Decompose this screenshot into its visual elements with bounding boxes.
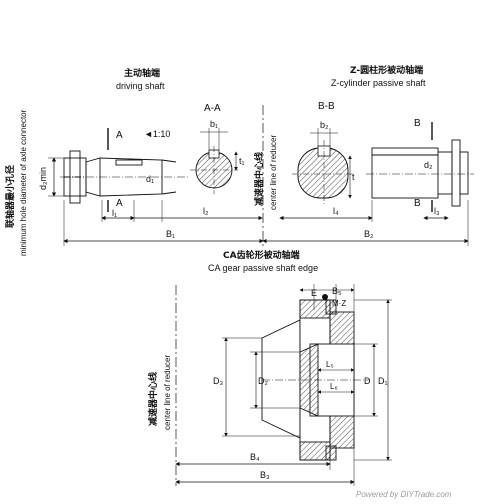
d2-label: d₂ bbox=[424, 160, 433, 170]
L5-label: L₅ bbox=[326, 360, 334, 369]
watermark: Powered by DIYTrade.com bbox=[356, 490, 452, 499]
section-b-top: B bbox=[414, 118, 421, 129]
D1-label: D₁ bbox=[378, 376, 388, 386]
ca-title-cn: CA齿轮形被动轴端 bbox=[223, 249, 300, 261]
t1-label: t₁ bbox=[239, 156, 245, 166]
B1-label: B₁ bbox=[166, 229, 175, 239]
l3-label: l₃ bbox=[434, 206, 440, 216]
B3-label: B₃ bbox=[260, 470, 270, 480]
l2-label: l₂ bbox=[203, 206, 209, 216]
section-bb-drawing bbox=[292, 140, 354, 204]
mz-point bbox=[322, 294, 328, 300]
b2-label: b₂ bbox=[320, 120, 329, 130]
bottom-center-line-cn: 减速器中心线 bbox=[147, 372, 159, 426]
driving-shaft-drawing bbox=[60, 150, 190, 204]
z-cylinder-shaft-drawing bbox=[366, 139, 474, 207]
section-bb-label: B-B bbox=[318, 101, 335, 112]
l1-label: l₁ bbox=[112, 208, 117, 218]
bottom-center-line-en: center line of reducer bbox=[163, 355, 172, 430]
D3-label: D₃ bbox=[213, 376, 223, 386]
d1-label: d₁ bbox=[146, 174, 154, 184]
ca-title-en: CA gear passive shaft edge bbox=[208, 263, 318, 273]
B2-label: B₂ bbox=[364, 229, 374, 239]
B5-label: B₅ bbox=[332, 286, 342, 296]
B4-label: B₄ bbox=[250, 452, 260, 462]
b1-label: b₁ bbox=[210, 119, 218, 129]
driving-shaft-title-en: driving shaft bbox=[116, 81, 165, 91]
top-center-line-en: center line of reducer bbox=[269, 135, 278, 210]
D2-label: D₂ bbox=[258, 376, 268, 386]
t-label: t bbox=[352, 172, 355, 182]
D-label: D bbox=[364, 376, 371, 386]
d2min-label: d₂min bbox=[38, 167, 48, 190]
taper-label: ◄1:10 bbox=[144, 129, 170, 139]
section-b-bottom: B bbox=[414, 198, 421, 209]
section-aa-label: A-A bbox=[204, 103, 221, 114]
ca-gear-shaft-drawing bbox=[261, 299, 370, 461]
E-label: E bbox=[311, 288, 317, 298]
z-shaft-title-cn: Z-圆柱形被动轴端 bbox=[350, 64, 423, 76]
l4-label: l₄ bbox=[333, 206, 339, 216]
min-hole-label-en: minimum hole diameter of axle connector bbox=[19, 109, 28, 256]
driving-shaft-title-cn: 主动轴端 bbox=[124, 67, 160, 79]
MZ-label: M·Z bbox=[332, 299, 346, 308]
z-shaft-title-en: Z-cylinder passive shaft bbox=[331, 78, 426, 88]
section-aa-drawing bbox=[190, 146, 238, 194]
L6-label: L₆ bbox=[330, 382, 338, 391]
top-center-line-cn: 减速器中心线 bbox=[253, 152, 265, 206]
min-hole-label-cn: 联轴器最小孔径 bbox=[4, 165, 16, 228]
section-a-bottom: A bbox=[116, 198, 123, 209]
section-a-top: A bbox=[116, 130, 123, 141]
